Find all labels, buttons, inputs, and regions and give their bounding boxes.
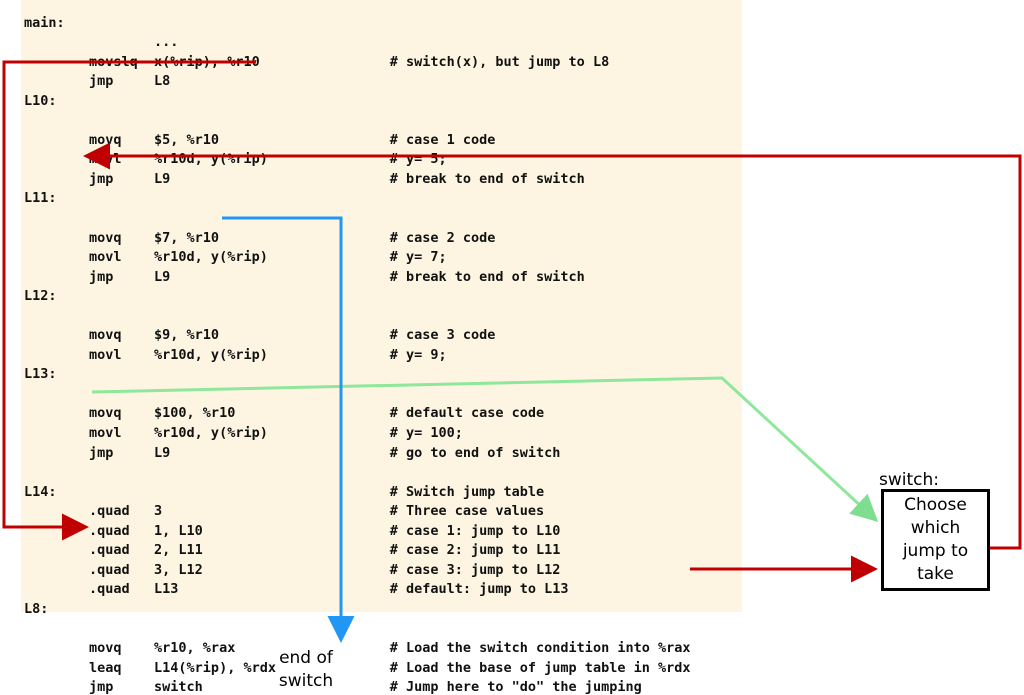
code-line: .quad L13 # default: jump to L13 — [24, 581, 569, 598]
code-line: L10: — [24, 92, 57, 109]
code-line: .quad 3, L12 # case 3: jump to L12 — [24, 561, 561, 578]
assembly-code-listing: main: ... movslq x(%rip), %r10 # switch(… — [24, 14, 690, 695]
code-line — [24, 307, 690, 327]
end-of-switch-caption: end of switch — [278, 648, 334, 691]
code-line: movq $100, %r10 # default case code — [24, 405, 545, 422]
code-line — [24, 619, 690, 639]
code-line: L14: # Switch jump table — [24, 483, 545, 500]
switch-box-text: Choose which jump to take — [902, 495, 969, 584]
code-line: jmp L8 — [24, 73, 171, 90]
code-line: movl %r10d, y(%rip) # y= 100; — [24, 424, 463, 441]
code-line: movl %r10d, y(%rip) # y= 5; — [24, 151, 447, 168]
code-line: movq $5, %r10 # case 1 code — [24, 131, 496, 148]
code-line — [24, 209, 690, 229]
code-line: ... — [24, 34, 179, 51]
code-line — [24, 463, 690, 483]
code-line — [24, 111, 690, 131]
code-line: L11: — [24, 190, 57, 207]
code-line: leaq L14(%rip), %rdx # Load the base of … — [24, 659, 691, 676]
code-line: jmp switch # Jump here to "do" the jumpi… — [24, 679, 642, 695]
code-line: L13: — [24, 366, 57, 383]
code-line: movq $9, %r10 # case 3 code — [24, 327, 496, 344]
code-line: movl %r10d, y(%rip) # y= 9; — [24, 346, 447, 363]
code-line: L8: — [24, 600, 49, 617]
code-line: jmp L9 # break to end of switch — [24, 268, 585, 285]
code-line: movslq x(%rip), %r10 # switch(x), but ju… — [24, 53, 610, 70]
code-line: movq %r10, %rax # Load the switch condit… — [24, 640, 691, 656]
switch-box-label: switch: — [879, 470, 939, 490]
code-line: .quad 1, L10 # case 1: jump to L10 — [24, 522, 561, 539]
switch-decision-box: Choose which jump to take — [881, 489, 990, 591]
code-line: main: — [24, 14, 65, 31]
code-line: .quad 2, L11 # case 2: jump to L11 — [24, 542, 561, 559]
code-line — [24, 385, 690, 405]
code-line: jmp L9 # go to end of switch — [24, 444, 561, 461]
code-line: .quad 3 # Three case values — [24, 503, 545, 520]
code-line: movl %r10d, y(%rip) # y= 7; — [24, 249, 447, 266]
code-line: movq $7, %r10 # case 2 code — [24, 229, 496, 246]
code-line: jmp L9 # break to end of switch — [24, 170, 585, 187]
code-line: L12: — [24, 288, 57, 305]
